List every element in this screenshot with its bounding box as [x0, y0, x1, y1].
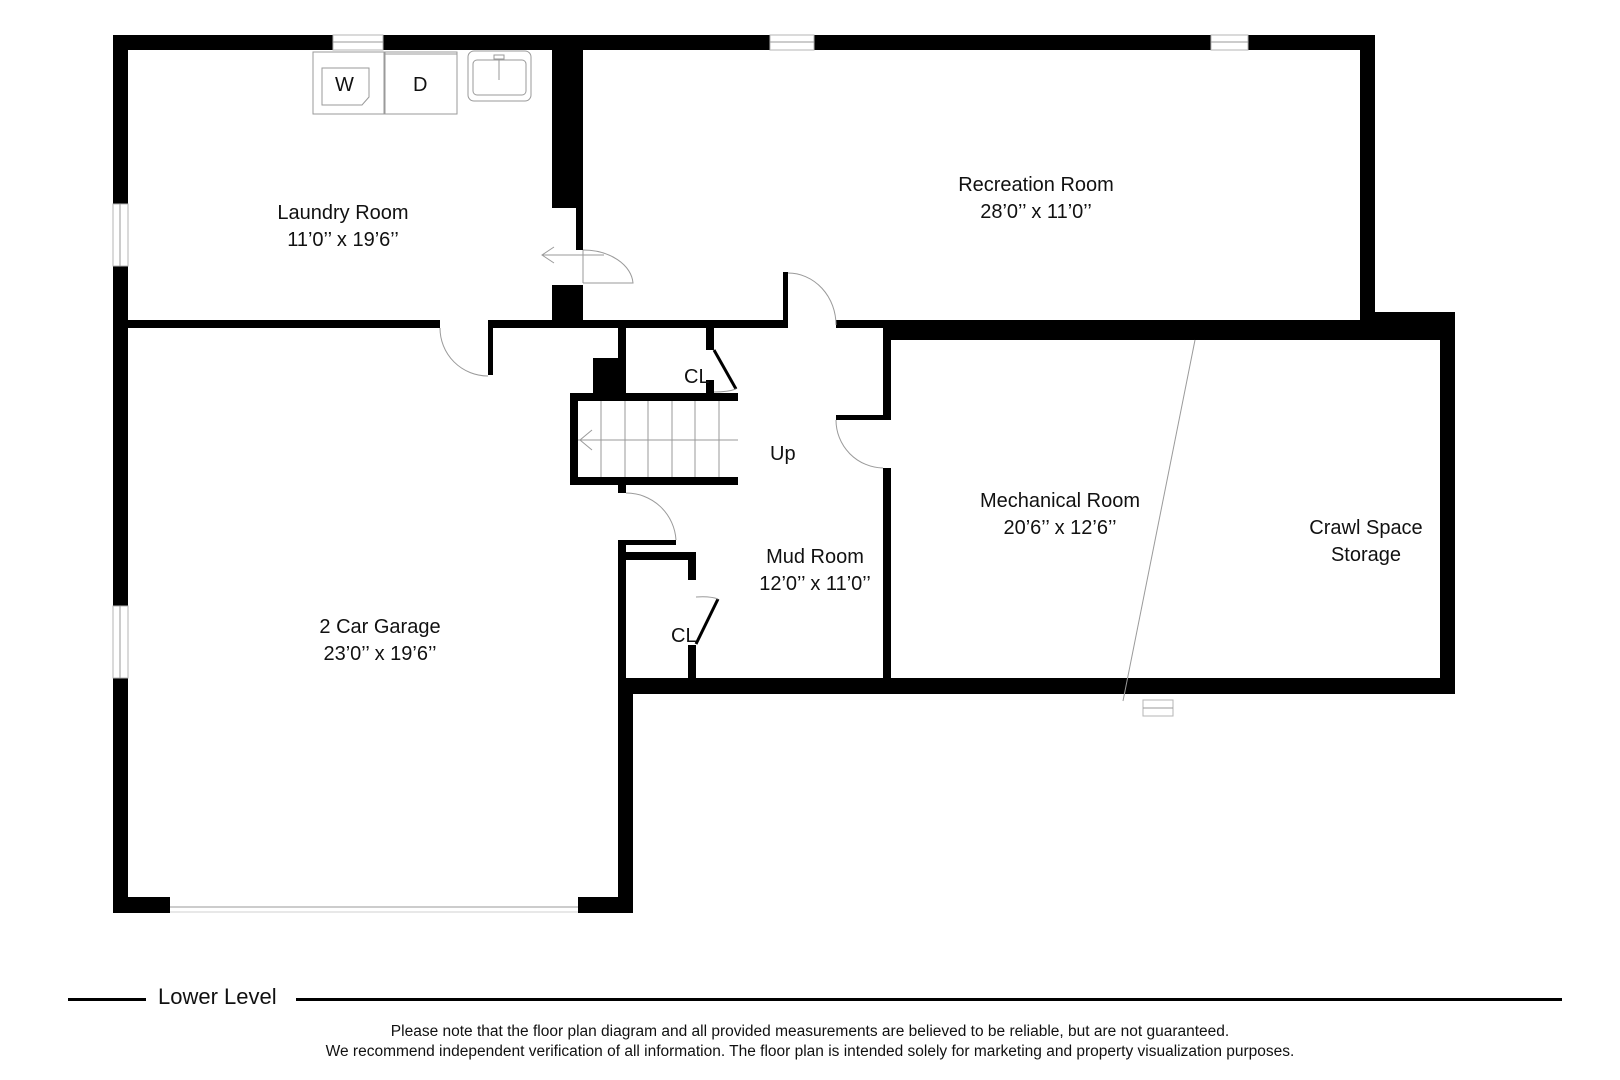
rec-bottom-wall-right — [836, 320, 888, 328]
closet2-door — [694, 598, 720, 645]
stairs-bottom-wall — [570, 477, 738, 485]
room-name-line2: Storage — [1330, 544, 1402, 566]
rec-right-wall — [1360, 35, 1375, 327]
room-name: Recreation Room — [958, 174, 1114, 196]
closet1-right-wall-lower — [706, 380, 714, 395]
window — [112, 605, 129, 679]
laundry-rec-door-jamb — [576, 208, 583, 250]
room-dimensions: 20’6’’ x 12’6’’ — [1003, 517, 1117, 539]
level-divider-right — [296, 998, 1562, 1001]
room-name: Crawl Space — [1309, 517, 1423, 539]
stairs-left-wall — [570, 393, 578, 485]
staircase — [578, 401, 738, 477]
chimney-block — [593, 358, 626, 395]
room-crawl-space: Crawl Space Storage — [1309, 515, 1422, 569]
closet2-right-wall-lower — [688, 645, 696, 685]
room-dimensions: 23’0’’ x 19’6’’ — [323, 643, 437, 665]
room-dimensions: 12’0’’ x 11’0’’ — [759, 573, 871, 595]
room-name: Mud Room — [766, 546, 864, 568]
room-name: Laundry Room — [277, 202, 409, 224]
closet2-left-wall — [618, 540, 626, 685]
closet-label: CL — [684, 366, 710, 388]
room-dimensions: 28’0’’ x 11’0’’ — [980, 201, 1092, 223]
washer — [312, 51, 385, 115]
room-mud: Mud Room 12’0’’ x 11’0’’ — [759, 544, 871, 598]
stairs-up-label: Up — [770, 443, 796, 465]
laundry-rec-divider-upper — [552, 35, 583, 208]
window — [1210, 34, 1249, 51]
closet1-door — [712, 349, 738, 390]
window — [1142, 699, 1174, 717]
mech-top-wall — [883, 320, 1455, 340]
rec-mud-door-swing — [787, 272, 837, 326]
garage-door-jamb — [488, 320, 493, 375]
washer-label: W — [335, 74, 354, 96]
disclaimer-line-1: Please note that the floor plan diagram … — [390, 1023, 1230, 1040]
mech-left-wall-upper — [883, 320, 891, 420]
room-garage: 2 Car Garage 23’0’’ x 19’6’’ — [319, 614, 440, 668]
garage-right-wall — [618, 685, 633, 913]
garage-bottom-right — [578, 897, 633, 913]
mud-mech-door-swing — [835, 419, 884, 469]
room-laundry: Laundry Room 11’0’’ x 19’6’’ — [277, 200, 408, 254]
window — [112, 203, 129, 267]
mech-left-wall-lower — [883, 468, 891, 688]
stairs-top-wall — [570, 393, 738, 401]
left-exterior-wall — [113, 35, 128, 913]
garage-mud-door-swing — [625, 492, 677, 541]
garage-bottom-left — [113, 897, 170, 913]
room-name: 2 Car Garage — [319, 616, 441, 638]
laundry-garage-wall-left — [113, 320, 440, 328]
mud-door-header — [626, 540, 676, 545]
stair-door-jamb — [618, 485, 626, 493]
top-exterior-wall — [113, 35, 1375, 50]
mech-door-jamb — [836, 415, 891, 420]
crawl-space-divider — [1122, 339, 1196, 702]
closet2-right-wall-upper — [688, 552, 696, 580]
crawl-right-wall — [1440, 312, 1455, 693]
window — [769, 34, 815, 51]
level-title: Lower Level — [158, 984, 277, 1009]
closet2-top-wall — [626, 552, 696, 560]
level-divider-left — [68, 998, 146, 1001]
window — [332, 34, 384, 51]
bottom-wall-mech — [626, 678, 1455, 694]
laundry-rec-door-swing — [582, 249, 634, 284]
dryer-label: D — [413, 74, 428, 96]
dryer — [384, 51, 458, 115]
closet1-right-wall-upper — [706, 325, 714, 350]
laundry-garage-door-swing — [439, 327, 489, 377]
room-recreation: Recreation Room 28’0’’ x 11’0’’ — [958, 172, 1114, 226]
rec-door-jamb — [783, 272, 788, 327]
room-name: Mechanical Room — [979, 490, 1141, 512]
disclaimer-line-2: We recommend independent verification of… — [325, 1043, 1295, 1060]
laundry-garage-wall-right — [488, 320, 788, 328]
room-dimensions: 11’0’’ x 19’6’’ — [287, 229, 399, 251]
room-mechanical: Mechanical Room 20’6’’ x 12’6’’ — [980, 488, 1140, 542]
sink-icon — [467, 50, 532, 102]
closet-label: CL — [671, 625, 697, 647]
